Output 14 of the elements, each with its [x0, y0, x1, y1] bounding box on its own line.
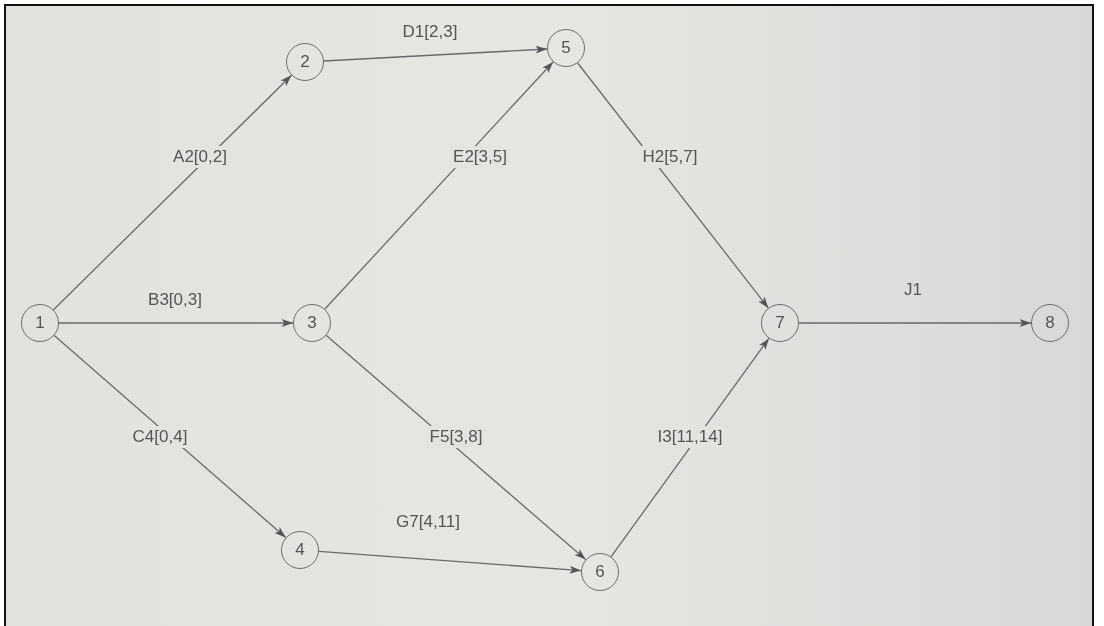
edge-label: G7[4,11] — [395, 511, 461, 533]
arrow — [577, 62, 769, 309]
arrow — [798, 319, 1032, 327]
arrow — [324, 61, 554, 310]
arrow — [53, 334, 287, 539]
edge-label: J1 — [903, 279, 923, 301]
arrow — [52, 74, 293, 311]
edge-label: B3[0,3] — [147, 289, 203, 311]
arrow — [325, 334, 587, 561]
edge-label: D1[2,3] — [401, 21, 459, 43]
arrow — [318, 550, 582, 574]
arrow — [58, 319, 294, 327]
arrow — [323, 45, 548, 62]
arrow — [610, 337, 770, 558]
